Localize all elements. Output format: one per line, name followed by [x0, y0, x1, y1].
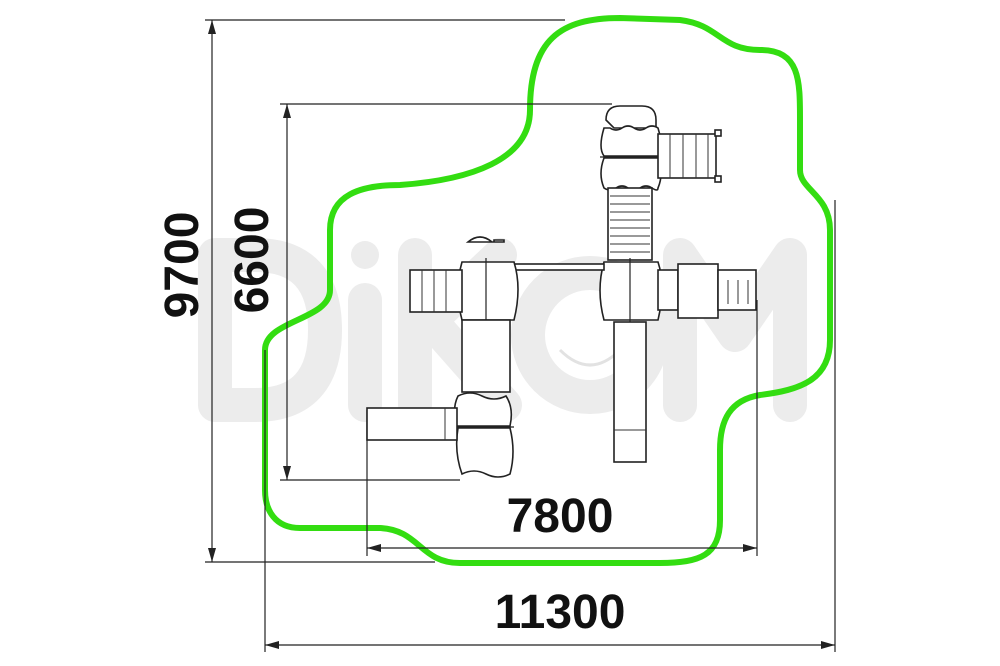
dimension-6600 [280, 103, 612, 481]
dimension-label-9700: 9700 [156, 212, 209, 319]
ladder-top-right [657, 129, 722, 183]
dimension-11300 [264, 200, 836, 652]
safety-zone-outline [262, 14, 833, 566]
tower-middle-left [457, 236, 519, 324]
tower-middle-right [599, 258, 663, 324]
dimension-label-7800: 7800 [507, 490, 614, 543]
platform-right [657, 263, 757, 319]
dimension-label-6600: 6600 [226, 207, 279, 314]
playground-equipment [366, 105, 757, 478]
slide-right [613, 321, 647, 463]
ladder-left [409, 269, 463, 313]
tunnel-left [461, 319, 511, 393]
bridge-vertical [607, 187, 653, 261]
tower-bottom-left [453, 392, 514, 478]
slide-left [366, 407, 458, 441]
tower-top-right [600, 105, 662, 191]
dimension-label-11300: 11300 [495, 586, 626, 639]
dimension-9700 [205, 19, 565, 563]
connecting-beam [511, 263, 605, 271]
